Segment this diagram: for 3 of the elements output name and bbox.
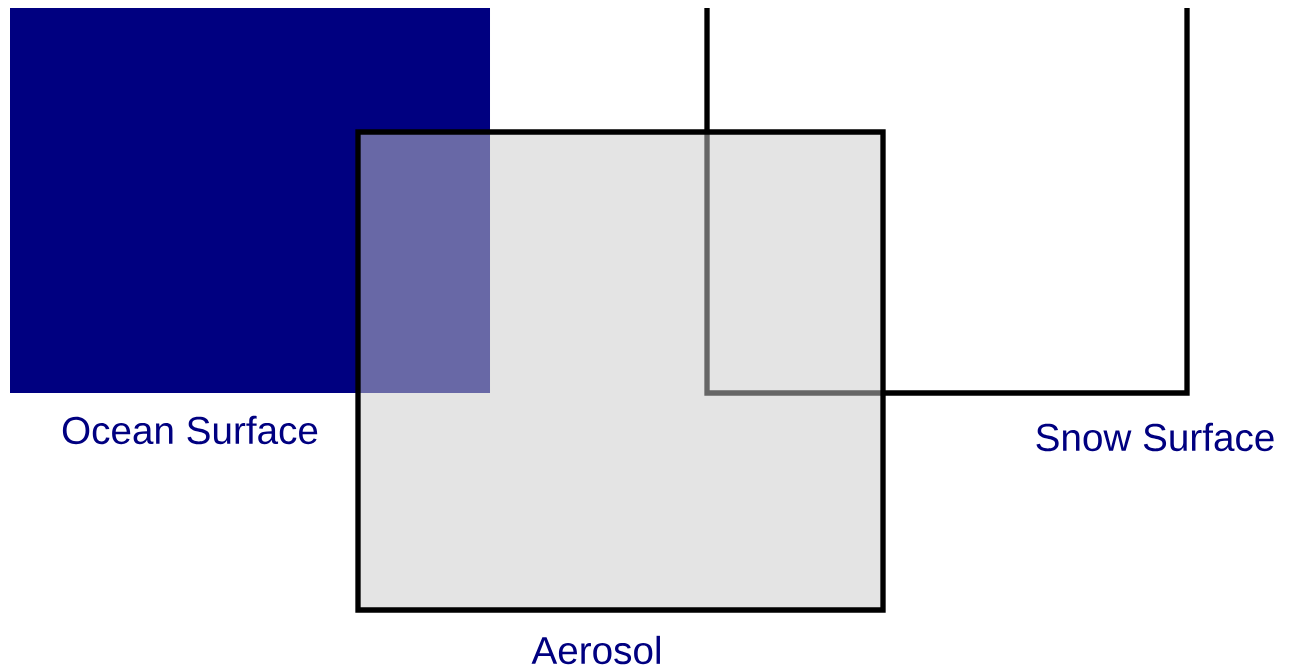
aerosol-box: Aerosol (355, 129, 886, 665)
node-label: Aerosol (531, 635, 660, 665)
node-label: Ocean Surface (62, 415, 318, 445)
